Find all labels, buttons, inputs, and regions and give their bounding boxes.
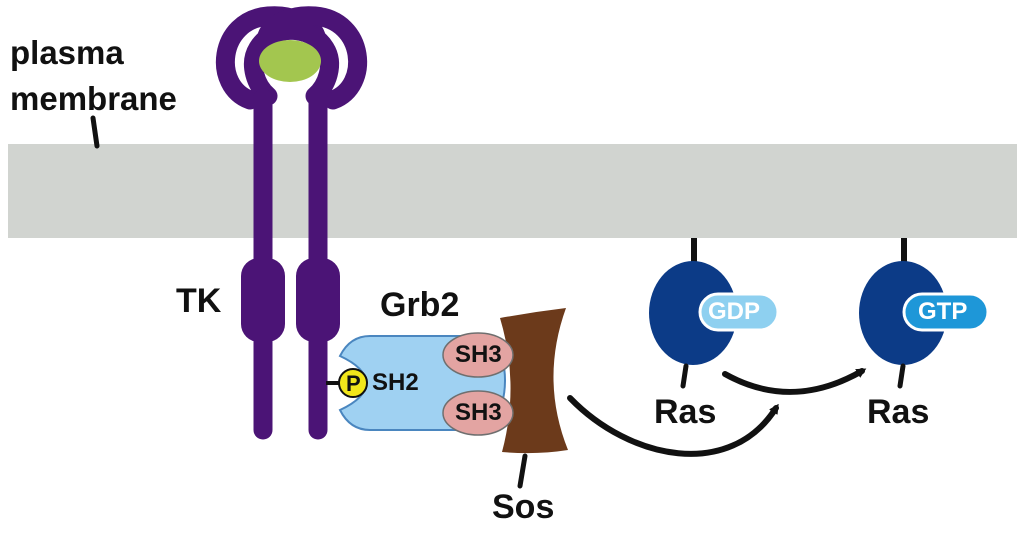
tk-receptor	[216, 6, 367, 440]
ras-gdp-leader-line	[680, 363, 689, 389]
plasma-membrane	[8, 144, 1017, 238]
sh3-domain-bottom	[442, 390, 514, 436]
label-membrane: membrane	[10, 80, 177, 117]
ras-gdp	[649, 261, 737, 365]
tk-right-kinase-domain	[296, 258, 340, 342]
label-ras-gtp: Ras	[867, 393, 930, 431]
tk-right-arch	[257, 6, 367, 110]
label-sh3-bottom: SH3	[455, 399, 502, 426]
phosphate	[338, 368, 368, 398]
ligand	[259, 40, 321, 82]
label-phosphate: P	[346, 371, 361, 396]
label-tk: TK	[176, 282, 222, 320]
sh3-domain-top	[442, 332, 514, 378]
membrane-leader-line	[90, 115, 100, 149]
arrow-sos-to-ras	[567, 395, 779, 457]
label-sh3-top: SH3	[455, 341, 502, 368]
ras-gtp-leader-line	[897, 363, 906, 389]
label-sos: Sos	[492, 488, 555, 526]
tk-left-kinase-domain	[241, 258, 285, 342]
label-ras-gdp: Ras	[654, 393, 717, 431]
arrow-gdp-to-gtp	[722, 368, 867, 395]
label-grb2: Grb2	[380, 286, 460, 324]
label-plasma: plasma	[10, 34, 124, 71]
label-gdp: GDP	[708, 298, 761, 325]
label-sh2: SH2	[372, 369, 419, 396]
gdp-badge	[698, 292, 780, 332]
label-gtp: GTP	[918, 298, 968, 325]
sos-leader-line	[517, 453, 528, 489]
sos-protein	[500, 308, 568, 454]
gtp-badge	[902, 292, 990, 332]
